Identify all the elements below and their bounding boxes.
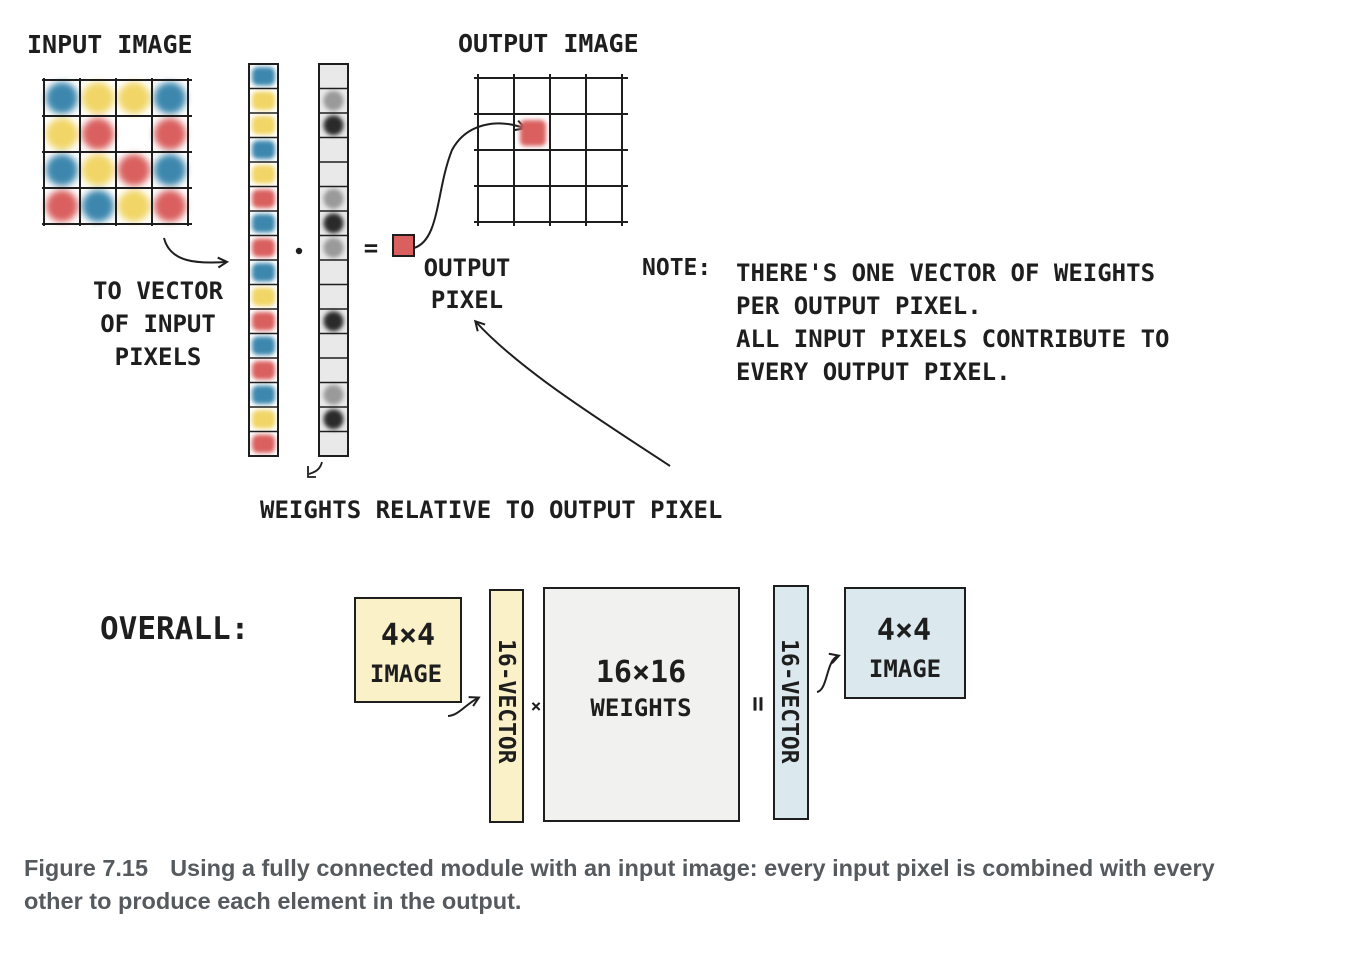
input-pixel-red bbox=[46, 190, 78, 222]
input-pixel-yellow bbox=[118, 190, 150, 222]
output-box-size: 4×4 bbox=[877, 613, 931, 648]
vector-cell-blue bbox=[252, 214, 275, 233]
vector-cell-blue bbox=[252, 140, 275, 159]
output-16-vector bbox=[773, 585, 809, 820]
weight-cell-gray bbox=[323, 237, 344, 258]
figure-number: Figure 7.15 bbox=[24, 855, 149, 881]
vector-cell-blue bbox=[252, 67, 275, 86]
to-vector-arrow bbox=[163, 237, 226, 263]
note-line-4: EVERY OUTPUT PIXEL. bbox=[736, 358, 1011, 386]
weights-box-label: WEIGHTS bbox=[590, 694, 691, 722]
vector-cell-red bbox=[252, 238, 275, 257]
output-image-grid bbox=[474, 74, 628, 226]
vector-cell-yellow bbox=[252, 287, 275, 306]
vector-cell-yellow bbox=[252, 116, 275, 135]
vector-cell-yellow bbox=[252, 165, 275, 184]
input-pixel-yellow bbox=[118, 82, 150, 114]
input-pixel-red bbox=[154, 118, 186, 150]
input-pixel-blue bbox=[46, 82, 78, 114]
output-pixel bbox=[392, 234, 415, 257]
note-line-1: THERE'S ONE VECTOR OF WEIGHTS bbox=[736, 259, 1155, 287]
weight-cell-dark bbox=[323, 115, 344, 136]
input-pixel-red bbox=[82, 118, 114, 150]
weight-cell-dark bbox=[323, 409, 344, 430]
input-pixel-yellow bbox=[46, 118, 78, 150]
input-image-box bbox=[354, 597, 462, 703]
input-pixel-blue bbox=[82, 190, 114, 222]
vector-cell-red bbox=[252, 434, 275, 453]
to-vector-label-line2: OF INPUT bbox=[100, 310, 216, 338]
input-16-vector bbox=[489, 589, 524, 823]
output-16-vector-label: 16-VECTOR bbox=[776, 639, 802, 764]
times-symbol: × bbox=[531, 696, 542, 717]
output-box-label: IMAGE bbox=[869, 655, 941, 683]
input-16-vector-label: 16-VECTOR bbox=[493, 639, 519, 764]
input-pixel-yellow bbox=[82, 82, 114, 114]
input-box-arrow bbox=[447, 698, 478, 717]
vector-cell-red bbox=[252, 361, 275, 380]
vector-cell-blue bbox=[252, 385, 275, 404]
input-pixel-blue bbox=[154, 82, 186, 114]
input-image-grid bbox=[42, 78, 192, 226]
overall-label: OVERALL: bbox=[100, 611, 249, 647]
note-line-2: PER OUTPUT PIXEL. bbox=[736, 292, 982, 320]
overall-equals-symbol: = bbox=[743, 696, 773, 712]
to-vector-label-line3: PIXELS bbox=[115, 343, 202, 371]
weights-to-pixel-arrow bbox=[476, 322, 671, 467]
input-pixel-red bbox=[118, 154, 150, 186]
vector-cell-blue bbox=[252, 263, 275, 282]
input-box-label: IMAGE bbox=[370, 660, 442, 688]
weight-cell-dark bbox=[323, 213, 344, 234]
weights-pointer-arrow bbox=[308, 461, 323, 475]
input-pixel-yellow bbox=[82, 154, 114, 186]
weight-cell-gray bbox=[323, 188, 344, 209]
pixel-to-grid-arrow bbox=[413, 123, 524, 249]
note-line-3: ALL INPUT PIXELS CONTRIBUTE TO bbox=[736, 325, 1169, 353]
input-pixel-blue bbox=[46, 154, 78, 186]
input-image-label: INPUT IMAGE bbox=[27, 30, 193, 59]
vector-cell-red bbox=[252, 312, 275, 331]
caption-text: Using a fully connected module with an i… bbox=[24, 855, 1215, 914]
input-pixel-vector bbox=[248, 63, 279, 457]
weights-relative-label: WEIGHTS RELATIVE TO OUTPUT PIXEL bbox=[260, 496, 722, 524]
weight-cell-gray bbox=[323, 384, 344, 405]
weight-cell-gray bbox=[323, 90, 344, 111]
output-pixel-label-line1: OUTPUT bbox=[424, 254, 511, 282]
output-image-label: OUTPUT IMAGE bbox=[458, 29, 639, 58]
output-pixel-label-line2: PIXEL bbox=[431, 286, 503, 314]
vector-cell-yellow bbox=[252, 410, 275, 429]
input-box-size: 4×4 bbox=[381, 618, 435, 653]
equals-symbol: = bbox=[364, 234, 378, 262]
to-vector-label-line1: TO VECTOR bbox=[93, 277, 224, 305]
weight-vector bbox=[318, 63, 349, 457]
note-tag: NOTE: bbox=[642, 255, 711, 281]
input-pixel-red bbox=[154, 190, 186, 222]
input-pixel-blue bbox=[154, 154, 186, 186]
weights-box-size: 16×16 bbox=[596, 655, 686, 690]
output-highlight-pixel bbox=[520, 120, 546, 146]
vector-cell-blue bbox=[252, 336, 275, 355]
vector-cell-red bbox=[252, 189, 275, 208]
output-image-box bbox=[844, 587, 966, 699]
vector-cell-yellow bbox=[252, 91, 275, 110]
output-vector-arrow bbox=[816, 656, 838, 693]
dot-product-symbol bbox=[295, 247, 303, 255]
weights-matrix-box bbox=[543, 587, 740, 822]
weight-cell-dark bbox=[323, 311, 344, 332]
